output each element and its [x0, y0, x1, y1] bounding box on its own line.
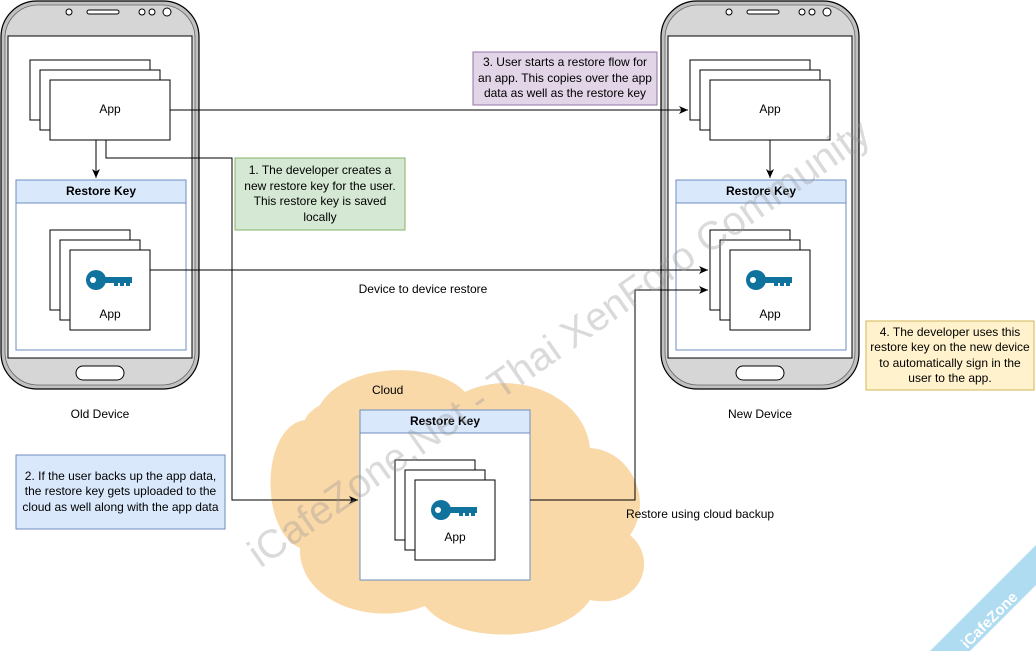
new-app-label: App [759, 102, 781, 116]
note-step4: 4. The developer uses this restore key o… [870, 324, 1030, 386]
old-restore-key-title: Restore Key [65, 184, 137, 198]
note-step1-box [234, 157, 406, 231]
cloud-key-app-label: App [444, 530, 466, 544]
new-restore-key-container [675, 179, 847, 351]
cloud-restore-label: Restore using cloud backup [625, 507, 775, 521]
arrow-cloud-restore [530, 286, 708, 501]
cloud-restore-key-container [359, 409, 531, 581]
new-device-label: New Device [727, 407, 793, 421]
old-device-label: Old Device [70, 407, 130, 421]
cloud-restore-key-title: Restore Key [409, 414, 481, 428]
old-restore-key-container [15, 179, 187, 351]
arrow-backup-to-cloud [105, 140, 358, 504]
corner-ribbon [930, 545, 1036, 651]
note-step2-box [15, 454, 226, 530]
note-step1: 1. The developer creates a new restore k… [244, 163, 396, 224]
note-step3-box [472, 51, 658, 106]
cloud-label: Cloud [372, 383, 404, 397]
note-step4-box [865, 320, 1035, 391]
new-key-app-label: App [759, 307, 781, 321]
device-to-device-label: Device to device restore [358, 282, 488, 296]
note-step2: 2. If the user backs up the app data, th… [22, 468, 219, 514]
note-step3: 3. User starts a restore flow for an app… [478, 55, 652, 101]
old-app-label: App [99, 102, 121, 116]
old-app-stack [29, 59, 171, 141]
old-key-app-label: App [99, 307, 121, 321]
new-restore-key-title: Restore Key [725, 184, 797, 198]
new-app-stack [689, 59, 831, 141]
